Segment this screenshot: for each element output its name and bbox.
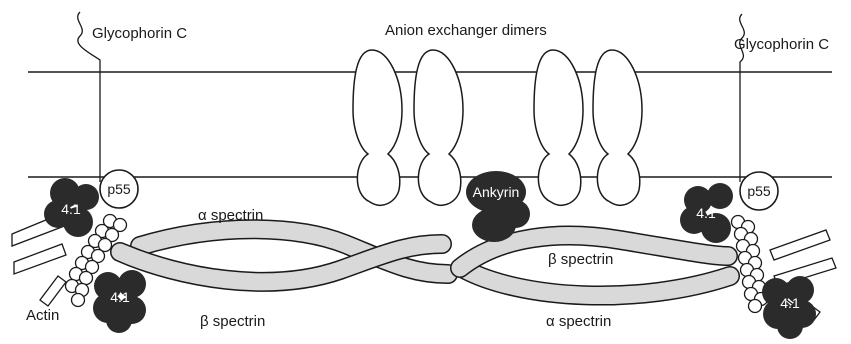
p55-label-right: p55: [747, 183, 771, 199]
glycophorin-c-label-right: Glycophorin C: [734, 36, 829, 53]
spectrin-left: [120, 229, 448, 282]
actin-filament-right: [732, 216, 768, 313]
protein-41-label-left-top: 4.1: [61, 201, 81, 217]
protein-41-label-right-bottom: 4.1: [780, 295, 800, 311]
beta-spectrin-label-right: β spectrin: [548, 251, 613, 268]
ankyrin-label: Ankyrin: [473, 184, 520, 200]
protein-41-label-left-bottom: 4.1: [110, 289, 130, 305]
beta-spectrin-label-left: β spectrin: [200, 313, 265, 330]
alpha-spectrin-label-right: α spectrin: [546, 313, 611, 330]
anion-exchanger-monomer: [593, 50, 642, 205]
anion-exchanger-monomer: [414, 50, 463, 205]
filament-stub: [770, 230, 830, 260]
actin-label: Actin: [26, 307, 59, 324]
anion-exchanger-monomer: [353, 50, 402, 205]
anion-exchanger-dimers-label: Anion exchanger dimers: [385, 22, 547, 39]
anion-exchanger-monomer: [534, 50, 583, 205]
p55-label-left: p55: [107, 181, 131, 197]
filament-stub: [40, 276, 66, 306]
alpha-spectrin-label-left: α spectrin: [198, 207, 263, 224]
glycophorin-c-label-left: Glycophorin C: [92, 25, 187, 42]
protein-41-label-right-top: 4.1: [696, 205, 716, 221]
filament-stub: [14, 244, 66, 274]
